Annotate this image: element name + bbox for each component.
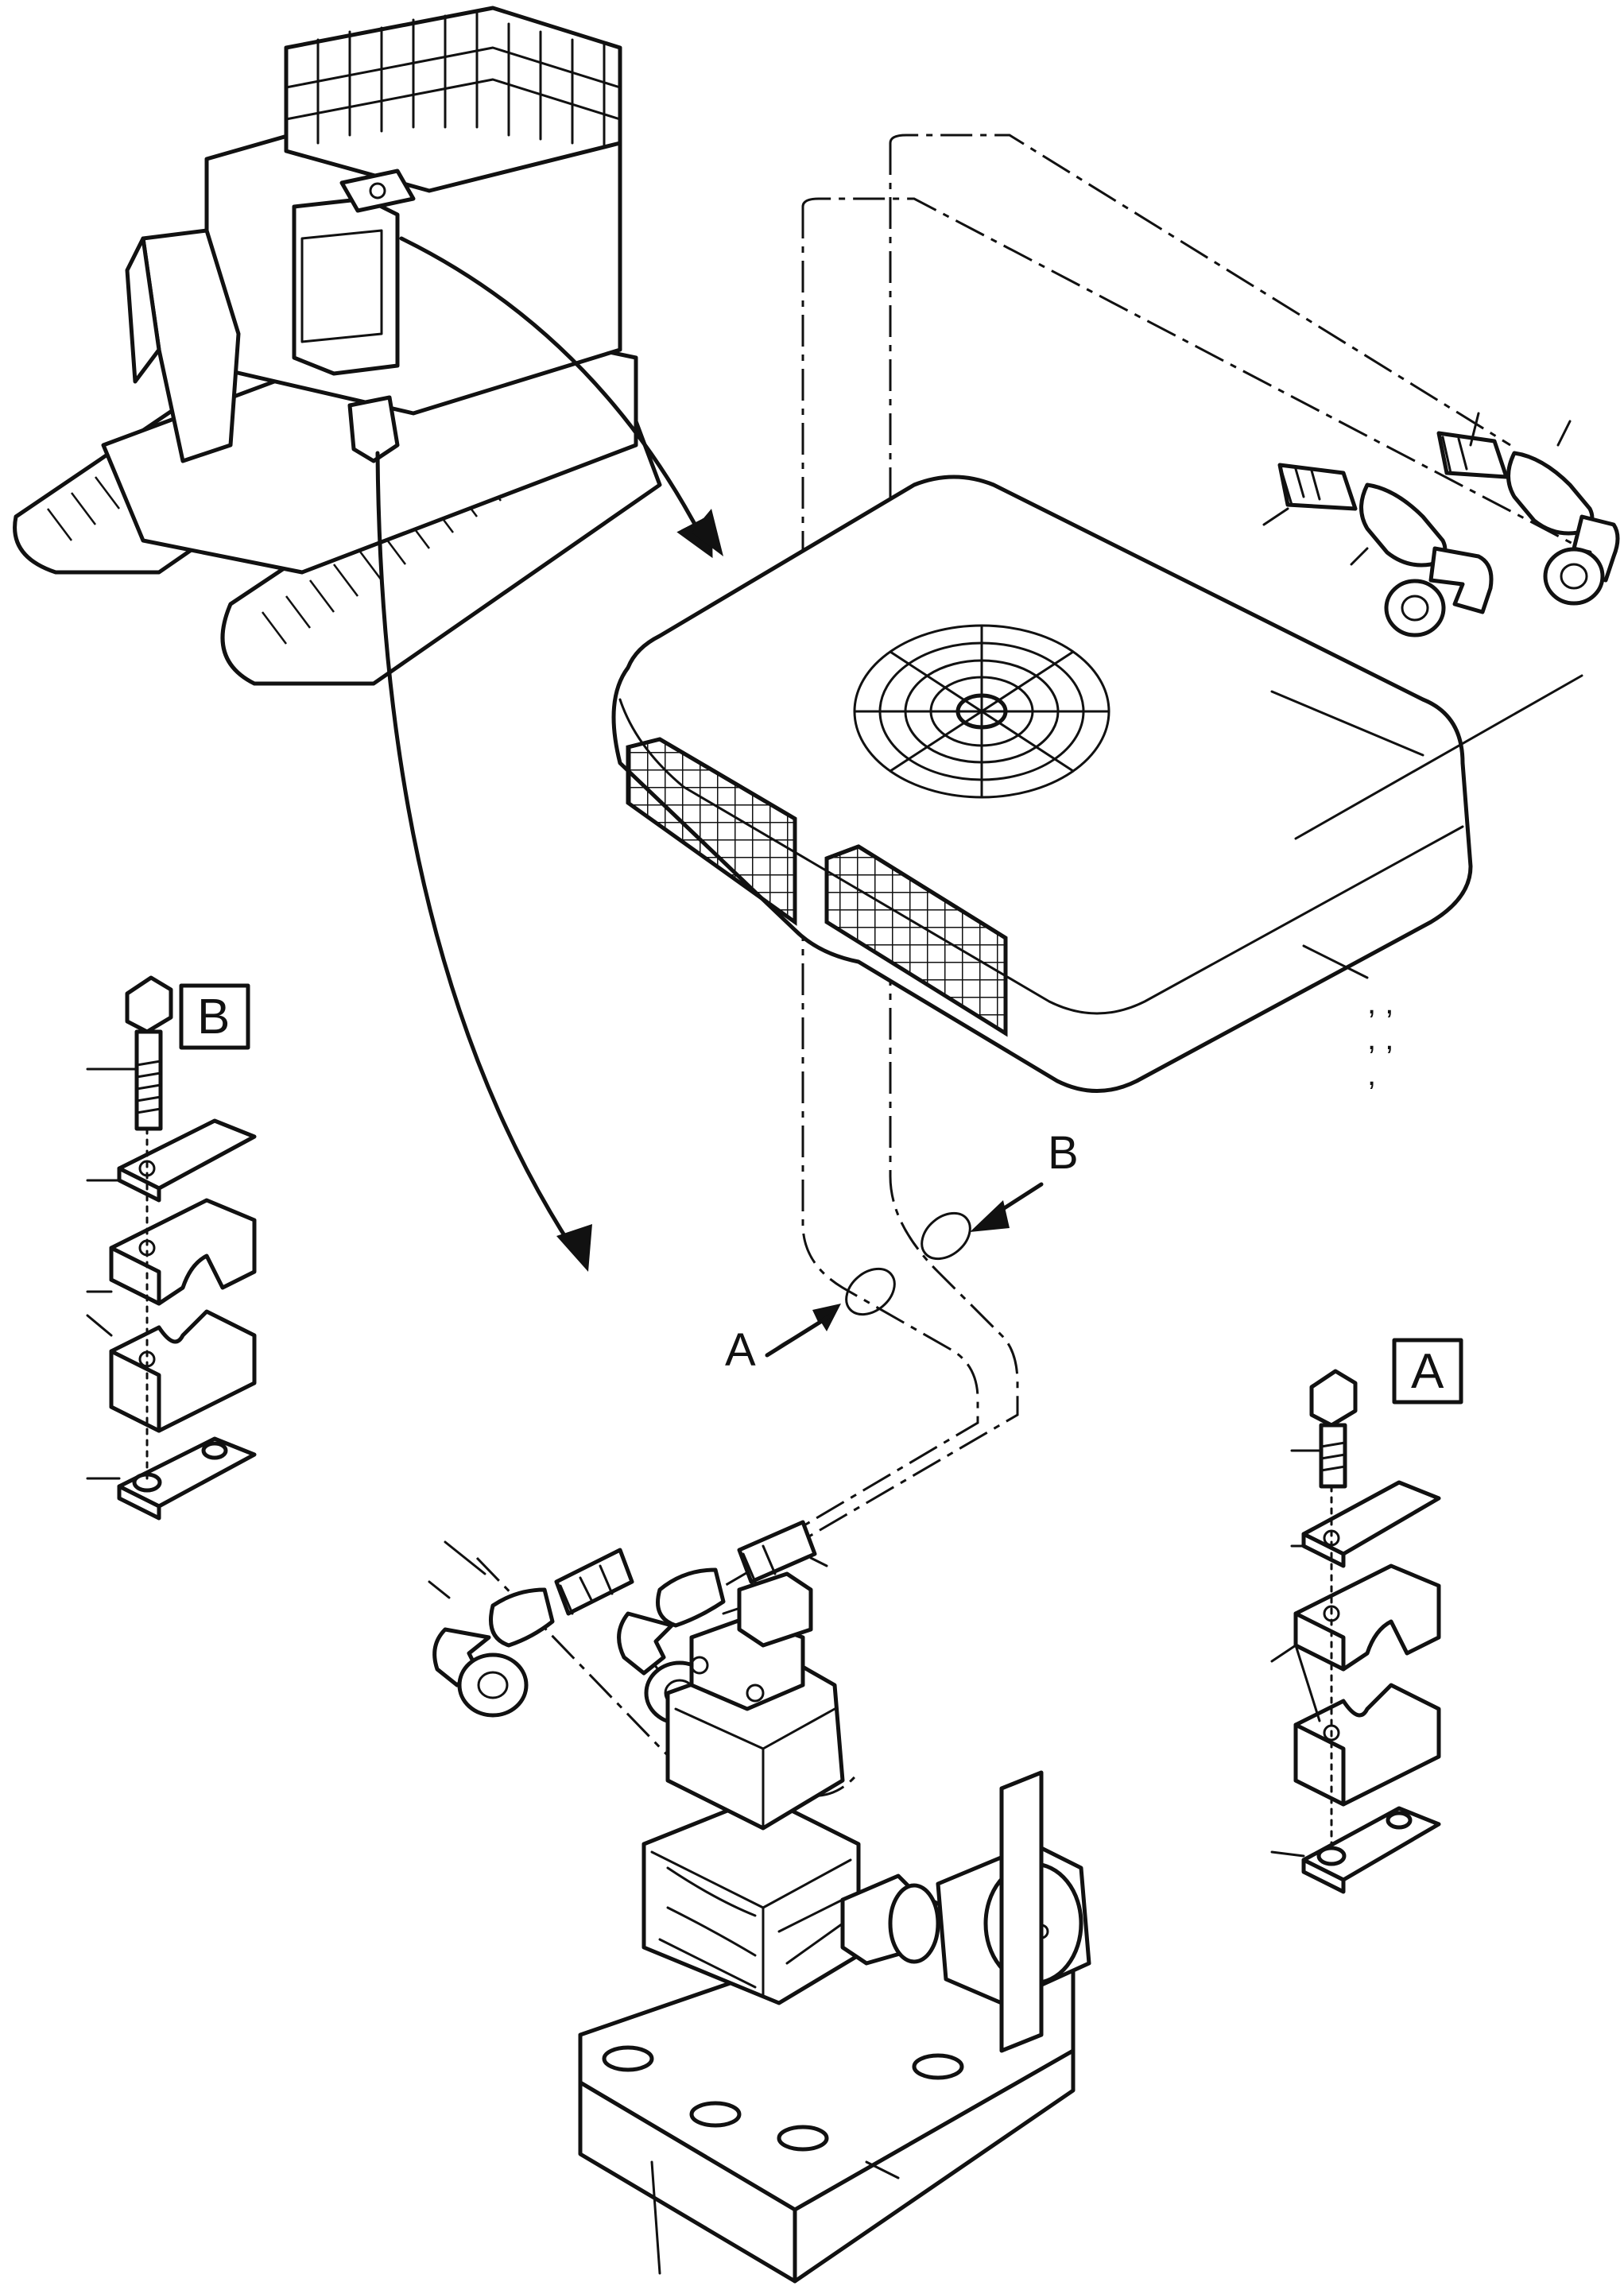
svg-text:, ,: , , <box>1367 1021 1393 1056</box>
arrow-to-compressor <box>375 451 575 1250</box>
excavator-overview <box>13 6 662 686</box>
pipe-section-b <box>921 1211 971 1261</box>
detail-view-b: B <box>86 975 257 1521</box>
view-b-label: B <box>197 990 230 1044</box>
arrow-to-ac-unit <box>399 236 713 559</box>
view-a-label: A <box>1411 1344 1444 1399</box>
svg-text:, ,: , , <box>1367 986 1393 1021</box>
pipe-section-a <box>845 1267 896 1316</box>
pointer-b-label: B <box>1048 1127 1079 1179</box>
view-b-box <box>179 983 250 1050</box>
pipe-route <box>475 134 1583 1797</box>
compressor-assembly <box>578 1571 1091 2284</box>
svg-text:,: , <box>1367 1057 1376 1092</box>
pointer-a-label: A <box>725 1324 756 1376</box>
ac-roof-unit: , , , , , <box>611 475 1473 1093</box>
detail-view-a: A <box>1270 1338 1463 1894</box>
pointer-b: B <box>970 1127 1079 1232</box>
view-a-box <box>1392 1338 1463 1405</box>
pointer-a: A <box>725 1304 841 1376</box>
ac-unit-fittings <box>1262 412 1620 840</box>
